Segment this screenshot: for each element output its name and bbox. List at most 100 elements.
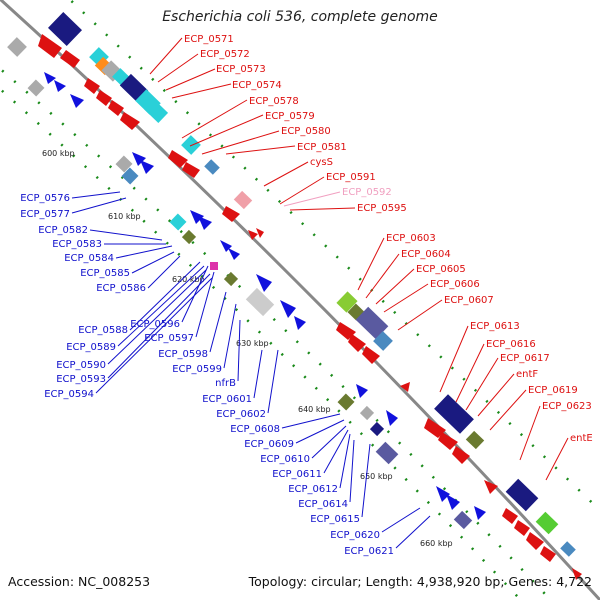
feature-arrow (256, 274, 272, 292)
gene-label[interactable]: ECP_0597 (144, 333, 194, 344)
leader-line (365, 253, 400, 299)
gene-label[interactable]: cysS (310, 157, 333, 168)
gene-label[interactable]: ECP_0605 (416, 264, 466, 275)
gene-label[interactable]: ECP_0599 (172, 364, 222, 375)
gene-label[interactable]: ECP_0601 (202, 394, 252, 405)
leader-line (455, 343, 485, 403)
gene-label[interactable]: ECP_0613 (470, 321, 520, 332)
gene-label[interactable]: ECP_0572 (200, 49, 250, 60)
gene-label[interactable]: ECP_0595 (357, 203, 407, 214)
gene-label[interactable]: ECP_0609 (244, 439, 294, 450)
topology-text: Topology: circular; Length: 4,938,920 bp… (248, 574, 592, 589)
feature-arrow (572, 568, 582, 580)
feature-box (7, 37, 27, 57)
scale-label: 620 kbp (172, 275, 205, 284)
scale-label: 650 kbp (360, 472, 393, 481)
gene-label[interactable]: ECP_0574 (232, 80, 282, 91)
gene-label[interactable]: ECP_0576 (20, 193, 70, 204)
gene-label[interactable]: ECP_0614 (298, 499, 348, 510)
feature-box (465, 430, 485, 450)
gene-label[interactable]: ECP_0603 (386, 233, 436, 244)
leader-line (281, 413, 341, 429)
reverse-features (7, 37, 486, 530)
feature-arrow (474, 506, 486, 520)
feature-arrow (438, 432, 458, 450)
feature-arrow (452, 446, 470, 464)
leader-line (263, 161, 309, 187)
gene-label[interactable]: entF (516, 369, 538, 380)
gene-label[interactable]: ECP_0611 (272, 469, 322, 480)
feature-box (505, 478, 539, 512)
leader-line (157, 53, 199, 83)
feature-arrow (132, 152, 146, 166)
leader-line (489, 389, 527, 431)
feature-arrow (248, 230, 258, 240)
leader-line (267, 349, 279, 414)
forward-features (38, 12, 582, 580)
gene-label[interactable]: ECP_0617 (500, 353, 550, 364)
gene-label[interactable]: ECP_0598 (158, 349, 208, 360)
feature-box (121, 167, 139, 185)
leader-line (71, 197, 127, 214)
leader-line (95, 277, 213, 394)
gene-label[interactable]: ECP_0620 (330, 530, 380, 541)
gene-label[interactable]: ECP_0604 (401, 249, 451, 260)
feature-arrow (38, 34, 62, 58)
gene-label[interactable]: ECP_0623 (542, 401, 592, 412)
leader-line (357, 237, 385, 291)
gene-label[interactable]: ECP_0615 (310, 514, 360, 525)
leader-line (225, 145, 296, 155)
scale-label: 630 kbp (236, 339, 269, 348)
gene-label[interactable]: ECP_0610 (260, 454, 310, 465)
feature-arrow (336, 322, 356, 340)
gene-label[interactable]: ECP_0588 (78, 325, 128, 336)
gene-label[interactable]: ECP_0581 (297, 142, 347, 153)
feature-arrow (502, 508, 518, 524)
feature-arrow (386, 410, 398, 426)
gene-label[interactable]: ECP_0616 (486, 339, 536, 350)
gene-label[interactable]: ECP_0590 (56, 360, 106, 371)
gene-label[interactable]: ECP_0592 (342, 187, 392, 198)
gene-label[interactable]: ECP_0579 (265, 111, 315, 122)
gene-label[interactable]: ECP_0608 (230, 424, 280, 435)
leader-line (375, 268, 415, 305)
feature-box (48, 12, 82, 46)
gene-label[interactable]: ECP_0612 (288, 484, 338, 495)
leader-line (237, 319, 241, 382)
gene-label[interactable]: ECP_0596 (130, 319, 180, 330)
gene-label[interactable]: ECP_0571 (184, 34, 234, 45)
feature-arrow (424, 418, 446, 438)
leader-line (279, 176, 325, 205)
leader-line (381, 507, 421, 533)
leader-line (439, 325, 469, 393)
leader-line (209, 291, 227, 353)
feature-arrow (44, 72, 56, 84)
gene-label[interactable]: ECP_0607 (444, 295, 494, 306)
gene-label[interactable]: ECP_0583 (52, 239, 102, 250)
gene-label[interactable]: ECP_0606 (430, 279, 480, 290)
gene-label[interactable]: ECP_0619 (528, 385, 578, 396)
gene-label[interactable]: ECP_0582 (38, 225, 88, 236)
feature-box (375, 441, 399, 465)
gene-label[interactable]: ECP_0586 (96, 283, 146, 294)
feature-arrow (84, 78, 100, 94)
leader-line (253, 349, 263, 399)
gene-label[interactable]: ECP_0621 (344, 546, 394, 557)
gene-label[interactable]: ECP_0594 (44, 389, 94, 400)
leader-line (129, 261, 201, 331)
gene-label[interactable]: ECP_0577 (20, 209, 70, 220)
feature-box (210, 262, 218, 270)
gene-label[interactable]: entE (570, 433, 593, 444)
gene-label[interactable]: ECP_0573 (216, 64, 266, 75)
gene-label[interactable]: ECP_0593 (56, 374, 106, 385)
gene-label[interactable]: ECP_0585 (80, 268, 130, 279)
gene-label[interactable]: ECP_0578 (249, 96, 299, 107)
gene-label[interactable]: ECP_0591 (326, 172, 376, 183)
gene-label[interactable]: ECP_0584 (64, 253, 114, 264)
gene-label[interactable]: ECP_0589 (66, 342, 116, 353)
gene-label[interactable]: nfrB (215, 378, 236, 389)
gene-label[interactable]: ECP_0580 (281, 126, 331, 137)
gene-label[interactable]: ECP_0602 (216, 409, 266, 420)
leader-line (383, 283, 429, 313)
